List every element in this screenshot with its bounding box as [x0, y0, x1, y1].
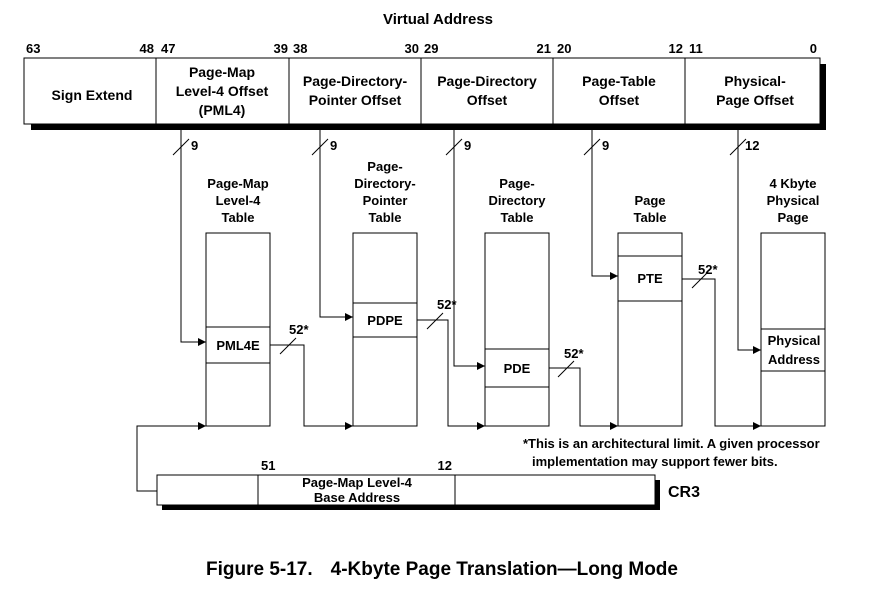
pdpe-to-pd-arrow	[417, 319, 485, 430]
field-pt-offset-line: Offset	[599, 92, 640, 108]
pml4e-to-pdp-arrow	[270, 344, 353, 430]
bit-label: 39	[274, 41, 288, 56]
virtual-address-register: Sign Extend Page-Map Level-4 Offset (PML…	[23, 57, 826, 130]
field-sign-extend: Sign Extend	[52, 87, 133, 103]
pdp-table-title: Page-	[367, 159, 402, 174]
footnote-line: *This is an architectural limit. A given…	[523, 436, 820, 451]
register-dividers	[155, 58, 686, 124]
bit-label: 48	[140, 41, 154, 56]
field-pd-offset-line: Page-Directory	[437, 73, 537, 89]
bit-label: 30	[405, 41, 419, 56]
virtual-address-title: Virtual Address	[383, 11, 493, 28]
cr3-bit-high: 51	[261, 458, 275, 473]
pdpe-label: PDPE	[367, 313, 403, 328]
field-page-offset-line: Page Offset	[716, 92, 794, 108]
pd-table	[484, 232, 550, 427]
pd-table-title: Directory	[488, 193, 546, 208]
width-label: 9	[191, 138, 198, 153]
pdp-table-title: Pointer	[363, 193, 408, 208]
cr3-box	[156, 474, 656, 506]
bit-labels: 63 48 47 39 38 30 29 21 20 12 11 0	[26, 41, 817, 56]
page-offset-arrow	[737, 124, 761, 354]
field-pdp-offset-line: Pointer Offset	[309, 92, 402, 108]
base-arrows	[136, 278, 761, 492]
pml4-table-title: Table	[222, 210, 255, 225]
entry-width-label: 52*	[698, 262, 718, 277]
field-pt-offset-line: Page-Table	[582, 73, 656, 89]
pml4-table-title: Level-4	[216, 193, 262, 208]
pd-table-title: Page-	[499, 176, 534, 191]
physical-page-title: 4 Kbyte	[770, 176, 817, 191]
physical-address-label: Address	[768, 352, 820, 367]
pd-table-title: Table	[501, 210, 534, 225]
pde-label: PDE	[504, 361, 531, 376]
cr3-field-label: Base Address	[314, 490, 400, 505]
entry-width-label: 52*	[437, 297, 457, 312]
pdp-table-title: Directory-	[354, 176, 415, 191]
width-label: 9	[330, 138, 337, 153]
tables	[205, 232, 826, 427]
field-pml4-offset-line: Page-Map	[189, 64, 255, 80]
field-pml4-offset-line: Level-4 Offset	[176, 83, 269, 99]
bit-label: 12	[669, 41, 683, 56]
pt-index-arrow	[591, 124, 618, 280]
field-pdp-offset-line: Page-Directory-	[303, 73, 408, 89]
bit-label: 11	[689, 41, 703, 56]
physical-address-entry	[760, 328, 826, 372]
cr3-name: CR3	[668, 484, 700, 501]
figure-caption: Figure 5-17. 4-Kbyte Page Translation—Lon…	[0, 559, 884, 581]
pdp-table-title: Table	[369, 210, 402, 225]
physical-page-title: Physical	[767, 193, 820, 208]
index-arrows	[180, 124, 761, 370]
register-box	[23, 57, 821, 125]
cr3-register: 51 12 Page-Map Level-4 Base Address CR3	[156, 458, 700, 510]
bit-label: 47	[161, 41, 175, 56]
physical-page-title: Page	[777, 210, 808, 225]
pml4-index-arrow	[180, 124, 206, 346]
bit-label: 0	[810, 41, 817, 56]
bit-label: 21	[537, 41, 551, 56]
entry-width-label: 52*	[564, 346, 584, 361]
pdp-index-arrow	[319, 124, 353, 321]
figure-title: 4-Kbyte Page Translation—Long Mode	[330, 559, 678, 580]
bit-label: 38	[293, 41, 307, 56]
pml4-table-title: Page-Map	[207, 176, 268, 191]
pde-to-pt-arrow	[549, 367, 618, 430]
bit-label: 29	[424, 41, 438, 56]
bit-label: 20	[557, 41, 571, 56]
cr3-bit-low: 12	[438, 458, 452, 473]
bit-label: 63	[26, 41, 40, 56]
pde-entry	[484, 348, 550, 388]
page-table-title: Table	[634, 210, 667, 225]
width-label: 9	[464, 138, 471, 153]
pd-index-arrow	[453, 124, 485, 370]
width-slashes	[172, 138, 747, 156]
page-table-title: Page	[634, 193, 665, 208]
entry-width-label: 52*	[289, 322, 309, 337]
width-label: 12	[745, 138, 759, 153]
footnote-line: implementation may support fewer bits.	[532, 454, 778, 469]
field-pml4-offset-line: (PML4)	[199, 102, 246, 118]
cr3-to-pml4-arrow	[136, 422, 206, 492]
pml4e-label: PML4E	[216, 338, 260, 353]
pte-label: PTE	[637, 271, 663, 286]
figure-number: Figure 5-17.	[206, 559, 313, 580]
field-page-offset-line: Physical-	[724, 73, 786, 89]
pml4e-entry	[205, 326, 271, 364]
pte-to-page-arrow	[682, 278, 761, 430]
pte-entry	[617, 255, 683, 302]
width-label: 9	[602, 138, 609, 153]
entry-width-slashes	[279, 271, 709, 378]
field-pd-offset-line: Offset	[467, 92, 508, 108]
cr3-field-label: Page-Map Level-4	[302, 475, 413, 490]
physical-address-label: Physical	[768, 333, 821, 348]
